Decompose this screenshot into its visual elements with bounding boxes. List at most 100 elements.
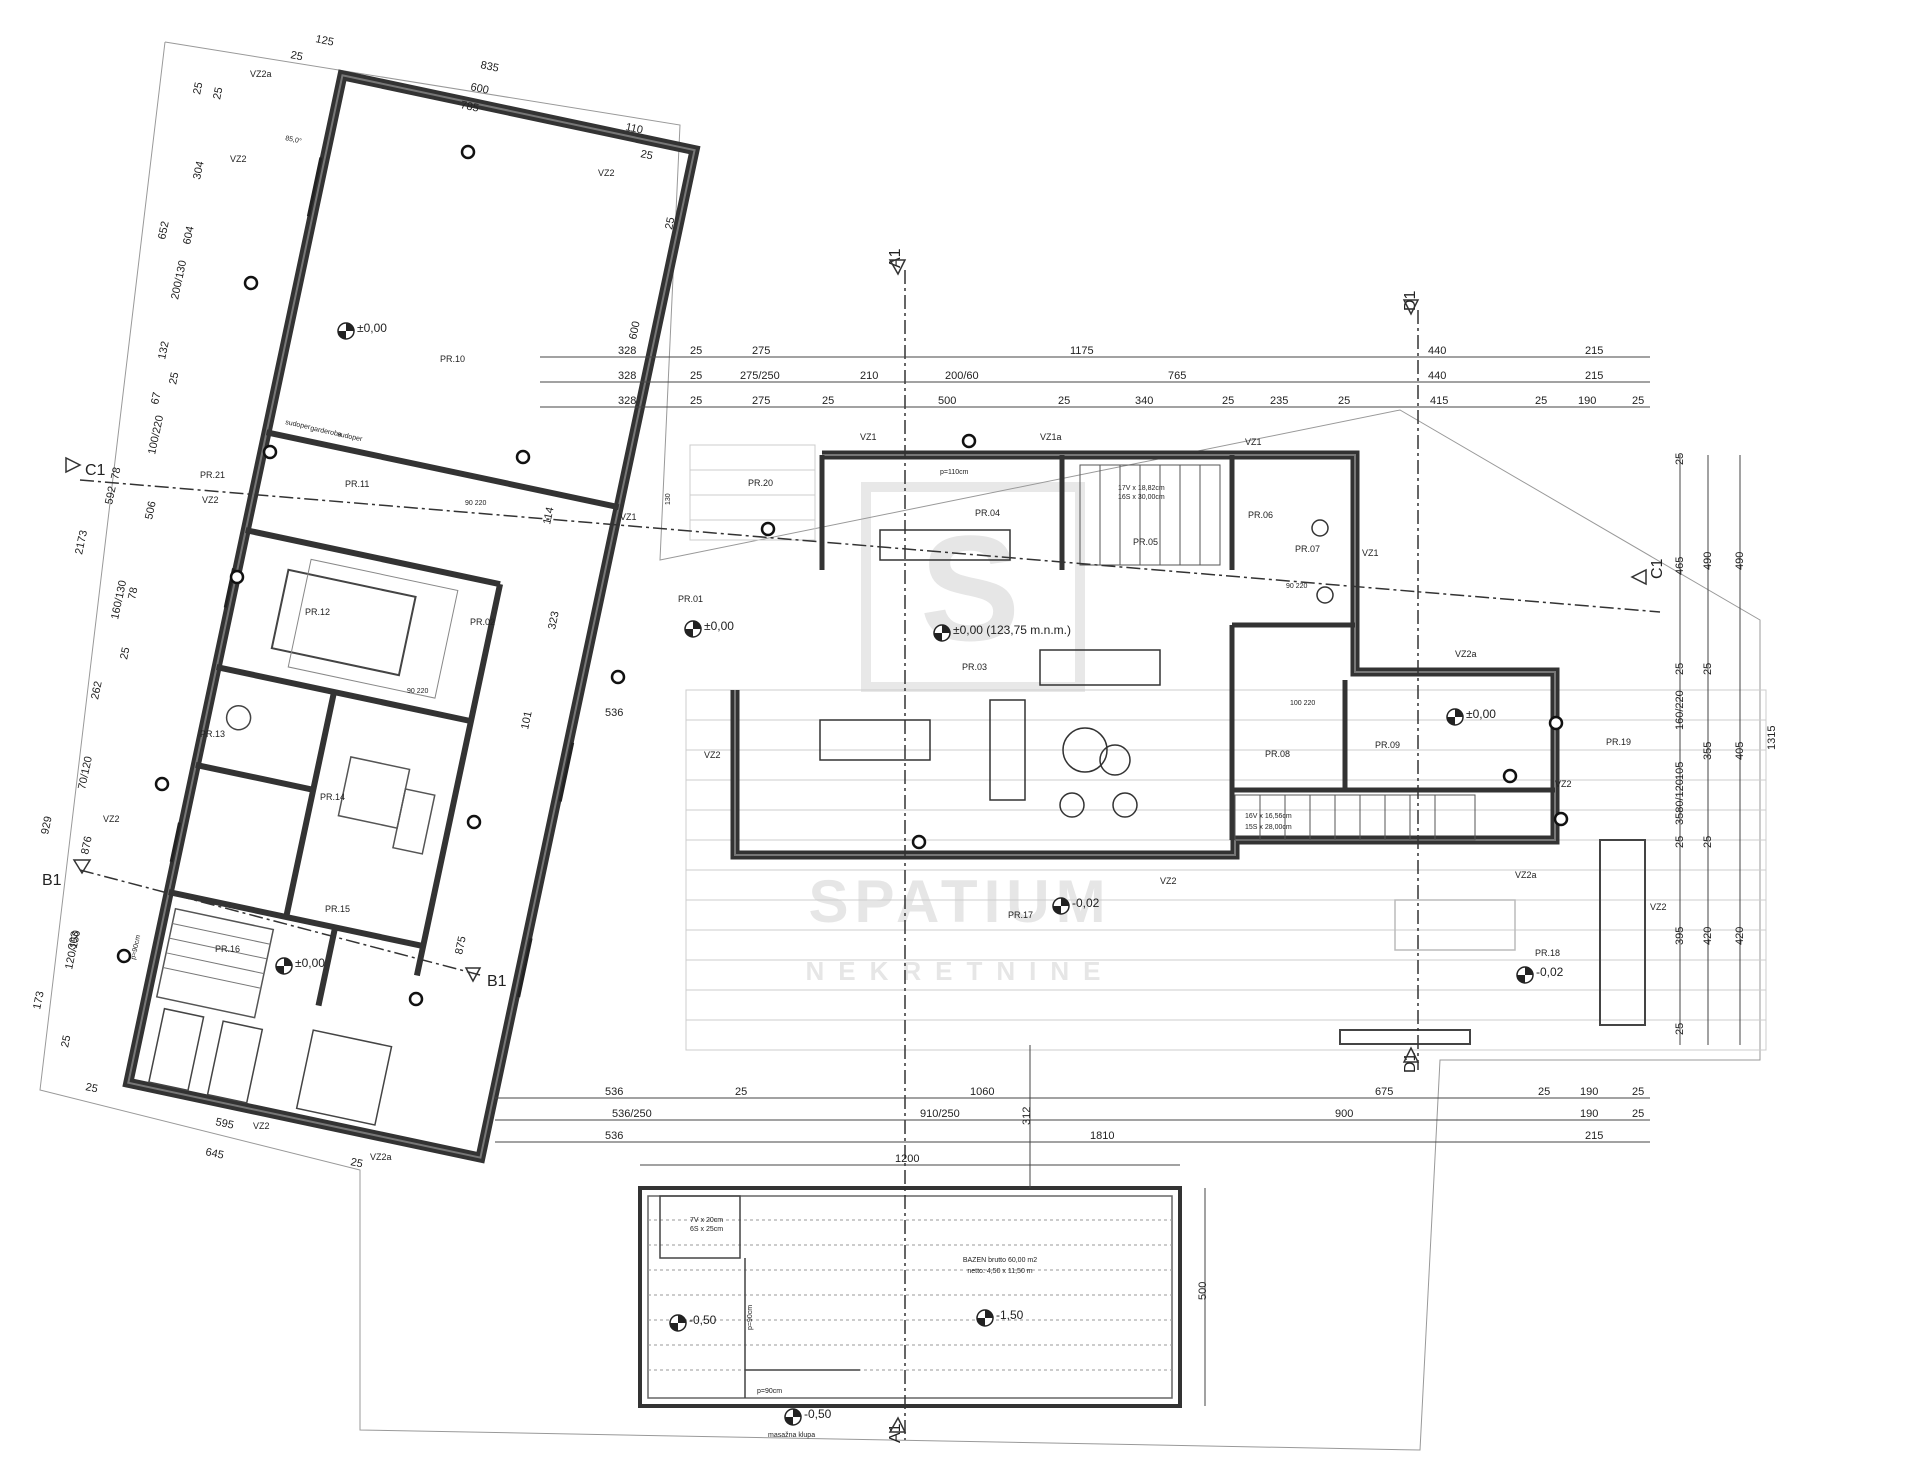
stair-main-treads: 16S x 30,00cm <box>1118 494 1165 501</box>
level-pr16: ±0,00 <box>295 956 325 970</box>
dim: 303 <box>66 930 82 950</box>
dim: 312 <box>1021 1107 1033 1125</box>
dim: 25 <box>1674 663 1686 675</box>
dim: 420 <box>1702 927 1714 945</box>
dim: 25 <box>1632 1086 1644 1098</box>
dim: 420 <box>1734 927 1746 945</box>
stair-lower-risers: 16V x 16,56cm <box>1245 813 1292 820</box>
dim: 323 <box>546 610 562 630</box>
dim: 600 <box>627 320 643 340</box>
level-pr18: -0,02 <box>1536 965 1564 979</box>
section-lines <box>79 270 1661 1440</box>
height-label: 130 <box>665 493 672 505</box>
dim: 100/220 <box>146 414 166 455</box>
level-pr17: -0,02 <box>1072 896 1100 910</box>
dim: 1060 <box>970 1086 994 1098</box>
dim: 929 <box>39 815 55 835</box>
watermark-logo: S <box>920 504 1026 672</box>
top-dimensions: 328 25 275 1175 440 215 328 25 275/250 2… <box>618 345 1644 407</box>
dim: 765 <box>1168 370 1186 382</box>
dim: 340 <box>1135 395 1153 407</box>
room-label-pr15: PR.15 <box>325 904 350 914</box>
pool <box>638 1186 1182 1408</box>
dim: 595 <box>214 1116 234 1132</box>
wing-dimensions: 125 835 25 600 785 110 25 2173 929 173 6… <box>31 33 677 1170</box>
dim: 440 <box>1428 345 1446 357</box>
dim: 25 <box>191 81 205 95</box>
dim: 275/250 <box>740 370 780 382</box>
wall-tag: VZ2 <box>704 750 721 760</box>
room-label-pr05: PR.05 <box>1133 537 1158 547</box>
dim: 25 <box>211 86 225 100</box>
room-label-pr14: PR.14 <box>320 792 345 802</box>
wall-tag: VZ2a <box>250 69 272 79</box>
wall-tag: VZ2 <box>103 814 120 824</box>
wall-tag: VZ2 <box>598 168 615 178</box>
dim: 835 <box>479 59 499 75</box>
dim: 1175 <box>1070 345 1094 357</box>
dim: 490 <box>1702 552 1714 570</box>
dim: 645 <box>204 1146 224 1162</box>
dim: 215 <box>1585 370 1603 382</box>
dim: 25 <box>349 1156 363 1170</box>
dim: 592 <box>103 485 119 505</box>
dim: 536 <box>605 1086 623 1098</box>
dim: 110 <box>624 121 644 136</box>
room-label-pr12: PR.12 <box>305 607 330 617</box>
door-size: 90 220 <box>1286 583 1308 590</box>
section-arrows <box>65 259 1647 1433</box>
room-label-pr03: PR.03 <box>962 662 987 672</box>
wall-tag: VZ2 <box>202 495 219 505</box>
dim: 25 <box>1338 395 1350 407</box>
pool-steps-b: 6S x 25cm <box>690 1226 723 1233</box>
dim: 78 <box>109 466 123 480</box>
dim: 465 <box>1674 557 1686 575</box>
dim: 25 <box>663 216 677 230</box>
dim: 490 <box>1734 552 1746 570</box>
dim: 25 <box>1674 1023 1686 1035</box>
dim: 1315 <box>1766 726 1778 750</box>
dim: 190 <box>1580 1108 1598 1120</box>
room-label-pr10: PR.10 <box>440 354 465 364</box>
dim: 200/60 <box>945 370 979 382</box>
dim: 173 <box>31 990 47 1010</box>
site-outline <box>39 41 1761 1451</box>
dim: 675 <box>1375 1086 1393 1098</box>
room-label-pr01: PR.01 <box>678 594 703 604</box>
dim: 190 <box>1578 395 1596 407</box>
dim: 875 <box>453 935 469 955</box>
dim: 215 <box>1585 1130 1603 1142</box>
watermark-tagline: NEKRETNINE <box>805 956 1114 986</box>
dim: 604 <box>181 225 197 245</box>
dim: 25 <box>1222 395 1234 407</box>
dim: 25 <box>1702 836 1714 848</box>
dim: 500 <box>1197 1282 1209 1300</box>
dim: 876 <box>79 835 95 855</box>
room-note: p=110cm <box>940 469 969 476</box>
dim: 200/130 <box>169 259 189 300</box>
dim: 160/130 <box>109 579 129 620</box>
pool-sill: p=90cm <box>747 1305 754 1330</box>
dim: 25 <box>822 395 834 407</box>
wall-tag: VZ2a <box>1455 649 1477 659</box>
wall-tag: VZ2 <box>1555 779 1572 789</box>
dimension-lines <box>495 356 1741 1406</box>
pool-labels: BAZEN brutto 60,00 m2 netto: 4,50 x 11,5… <box>690 1217 1037 1439</box>
right-dimensions: 25 465 25 160/220 105 3580/120 25 395 25… <box>1674 453 1778 1035</box>
dim: 25 <box>1674 836 1686 848</box>
wall-tag: VZ1 <box>860 432 877 442</box>
wall-tags: VZ2a VZ2 VZ2 VZ2 VZ2 VZ2 VZ2a VZ1 VZ1 VZ… <box>103 69 1667 1162</box>
pool-steps-a: 7V x 20cm <box>690 1217 723 1224</box>
dim: 652 <box>156 220 172 240</box>
wall-tag: VZ1a <box>1040 432 1062 442</box>
dim: 25 <box>167 371 181 385</box>
dim: 67 <box>149 391 163 405</box>
room-label-pr09: PR.09 <box>1375 740 1400 750</box>
angle-label: 85,0° <box>285 134 303 145</box>
level-pr09: ±0,00 <box>1466 707 1496 721</box>
dim: 25 <box>1632 1108 1644 1120</box>
pool-netto: netto: 4,50 x 11,50 m <box>967 1268 1032 1275</box>
section-a1-top: A1 <box>887 248 904 268</box>
door-size: 100 220 <box>1290 700 1315 707</box>
wall-tag: VZ2a <box>1515 870 1537 880</box>
